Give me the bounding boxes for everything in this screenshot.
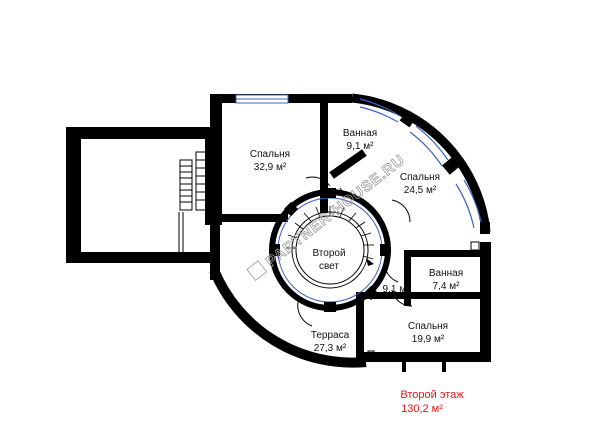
room-name-continued: свет [319,261,339,272]
interior-walls [222,103,480,362]
floor-caption: Второй этаж 130,2 м² [400,389,464,415]
left-annex [66,127,215,263]
spiral-stair [286,206,374,260]
room-name: Спальня [400,172,440,183]
room-label-hall: 9,1 м² [383,284,411,295]
floor-title: Второй этаж [400,389,464,401]
room-area: 24,5 м² [404,185,437,196]
room-label-second-light: Второй свет [312,248,345,272]
room-name: Ванная [429,268,463,279]
room-label-terrace: Терраса 27,3 м² [311,330,350,354]
room-area: 9,1 м² [347,141,375,152]
room-area: 32,9 м² [254,162,287,173]
door-swings [297,137,413,327]
room-area: 9,1 м² [383,284,411,295]
top-windows [235,94,289,104]
room-name: Терраса [311,330,350,341]
room-name: Ванная [343,128,377,139]
room-area: 19,9 м² [412,334,445,345]
rotunda-arrow [366,258,374,266]
column-markers [367,241,480,358]
floor-area: 130,2 м² [401,403,443,415]
curved-wall-northeast [351,93,491,233]
room-area: 27,3 м² [314,343,347,354]
room-name: Спальня [250,149,290,160]
room-label-bedroom-east: Спальня 24,5 м² [400,172,440,196]
stairs [178,151,207,252]
room-area: 7,4 м² [433,281,461,292]
room-name: Спальня [408,321,448,332]
room-label-bath-top: Ванная 9,1 м² [343,128,377,152]
room-label-bedroom-south: Спальня 19,9 м² [408,321,448,345]
room-label-bedroom-big: Спальня 32,9 м² [250,149,290,173]
room-label-bath-small: Ванная 7,4 м² [429,268,463,292]
room-name: Второй [312,248,345,259]
curved-wall-southwest [209,268,367,368]
curved-wall-piers [399,110,490,234]
